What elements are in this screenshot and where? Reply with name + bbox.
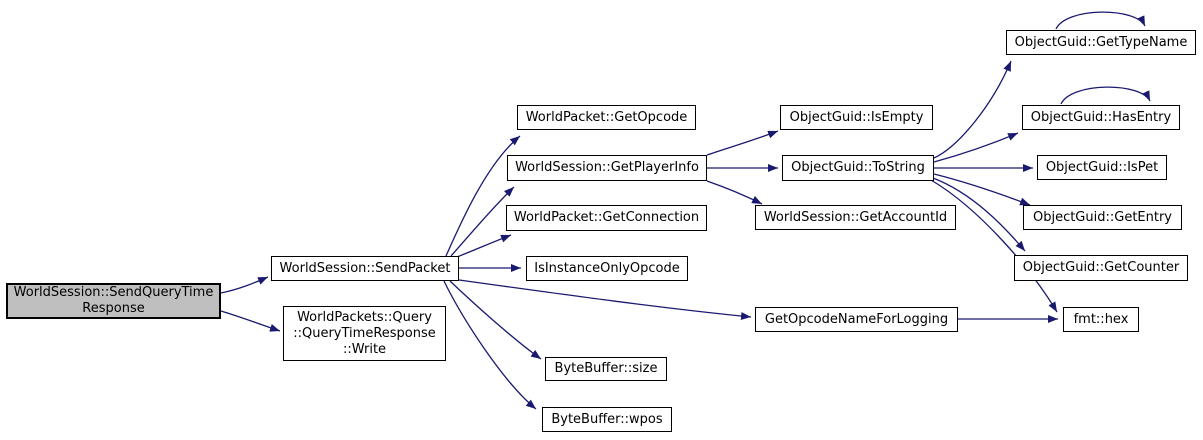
node-worldpackets-query-querytimeresponse-write[interactable]: WorldPackets::Query ::QueryTimeResponse … [283, 306, 446, 361]
edge-getplayerinfo-to-getaccountid [706, 180, 763, 205]
edge-gettypename-self-loop [1055, 11, 1146, 30]
edge-sendpacket-to-getconnection [456, 234, 512, 258]
edge-sendpacket-to-getplayerinfo [450, 186, 515, 257]
node-objectguid-getentry[interactable]: ObjectGuid::GetEntry [1023, 205, 1182, 230]
edge-tostring-to-getcounter [932, 177, 1026, 252]
edge-tostring-to-fmthex [930, 179, 1058, 313]
edge-hasentry-self-loop [1060, 86, 1151, 105]
node-objectguid-isempty[interactable]: ObjectGuid::IsEmpty [780, 105, 933, 130]
edge-tostring-to-getentry [933, 173, 1031, 206]
edge-tostring-to-hasentry [933, 132, 1019, 163]
edge-sendpacket-to-getopcode [445, 135, 521, 257]
edge-sendpacket-to-bytebuffersize [449, 280, 542, 360]
node-worldsession-getplayerinfo[interactable]: WorldSession::GetPlayerInfo [507, 155, 707, 181]
edge-sendquerytimeresponse-to-sendpacket [220, 276, 269, 294]
node-worldpacket-getopcode[interactable]: WorldPacket::GetOpcode [517, 105, 696, 130]
node-fmt-hex[interactable]: fmt::hex [1063, 307, 1139, 332]
edge-sendpacket-to-bytebufferwpos [443, 280, 537, 410]
node-bytebuffer-wpos[interactable]: ByteBuffer::wpos [542, 407, 672, 432]
edge-sendpacket-to-getopcodenameforlogging [458, 279, 752, 320]
node-objectguid-gettypename[interactable]: ObjectGuid::GetTypeName [1006, 30, 1196, 55]
edge-tostring-to-gettypename [933, 60, 1012, 159]
edge-sendquerytimeresponse-to-write [220, 310, 281, 332]
node-bytebuffer-size[interactable]: ByteBuffer::size [545, 357, 667, 381]
node-getopcodenameforlogging[interactable]: GetOpcodeNameForLogging [755, 307, 958, 332]
edge-getplayerinfo-to-isempty [706, 130, 779, 156]
node-objectguid-getcounter[interactable]: ObjectGuid::GetCounter [1014, 255, 1188, 281]
node-isinstanceonlyopcode[interactable]: IsInstanceOnlyOpcode [526, 256, 688, 281]
node-objectguid-ispet[interactable]: ObjectGuid::IsPet [1037, 155, 1167, 180]
node-worldsession-sendquerytimeresponse[interactable]: WorldSession::SendQueryTime Response [6, 283, 221, 319]
node-worldsession-getaccountid[interactable]: WorldSession::GetAccountId [755, 205, 956, 230]
node-objectguid-tostring[interactable]: ObjectGuid::ToString [782, 155, 934, 181]
node-worldsession-sendpacket[interactable]: WorldSession::SendPacket [271, 256, 459, 281]
node-objectguid-hasentry[interactable]: ObjectGuid::HasEntry [1022, 105, 1180, 130]
node-worldpacket-getconnection[interactable]: WorldPacket::GetConnection [506, 205, 707, 231]
